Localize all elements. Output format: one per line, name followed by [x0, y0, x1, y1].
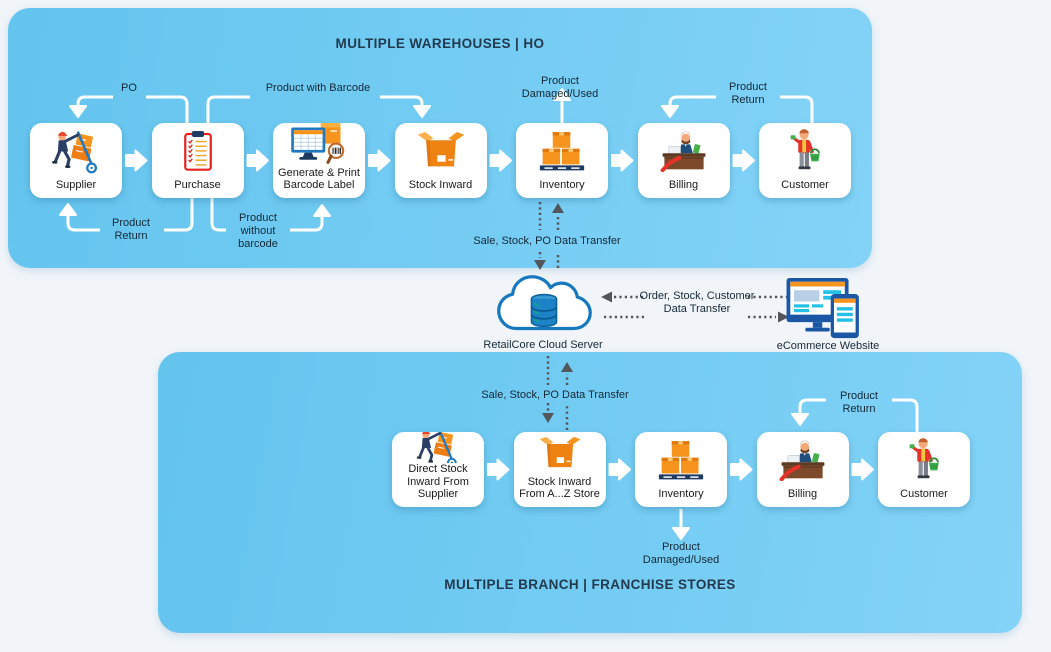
order-stock-customer-label: Order, Stock, Customer Data Transfer — [639, 290, 755, 315]
node-label: Purchase — [174, 179, 221, 192]
node-label: Generate & Print Barcode Label — [278, 166, 360, 192]
node-barcode-label: Generate & Print Barcode Label — [273, 123, 365, 198]
branch-panel-title: MULTIPLE BRANCH | FRANCHISE STORES — [444, 577, 736, 592]
node-inventory-branch: Inventory — [635, 432, 727, 507]
inventory-icon — [657, 432, 705, 488]
node-label: Supplier — [55, 179, 97, 192]
cloud-server-icon — [494, 273, 594, 339]
product-damaged-used-branch-label: Product Damaged/Used — [642, 541, 720, 566]
billing-icon — [659, 123, 709, 179]
node-label: Inventory — [539, 179, 585, 192]
customer-icon — [906, 432, 942, 488]
product-damaged-used-label: Product Damaged/Used — [521, 75, 599, 100]
node-billing-branch: Billing — [756, 432, 849, 507]
product-return-branch-label: Product Return — [840, 390, 878, 415]
supplier-icon — [49, 123, 103, 179]
customer-icon — [787, 123, 823, 179]
node-stock-inward: Stock Inward — [394, 123, 487, 198]
stock-inward-icon — [537, 432, 583, 476]
node-customer: Customer — [759, 123, 851, 198]
node-inventory: Inventory — [516, 123, 608, 198]
ecommerce-icon — [786, 278, 866, 345]
product-without-barcode-label: Product without barcode — [238, 212, 278, 250]
node-supplier: Supplier — [30, 123, 122, 198]
node-label: Direct Stock Inward From Supplier — [407, 463, 469, 501]
cloud-server — [494, 273, 594, 339]
node-customer-branch: Customer — [878, 432, 970, 507]
cloud-server-label: RetailCore Cloud Server — [483, 339, 603, 351]
po-label: PO — [121, 82, 137, 94]
node-label: Inventory — [658, 488, 704, 501]
product-return-supplier-label: Product Return — [112, 217, 150, 242]
product-return-customer-label: Product Return — [729, 81, 767, 106]
node-label: Billing — [668, 179, 699, 192]
node-label: Stock Inward From A...Z Store — [519, 475, 600, 501]
node-label: Billing — [787, 488, 818, 501]
node-label: Customer — [781, 179, 829, 192]
barcode-label-icon — [291, 123, 347, 167]
billing-icon — [778, 432, 828, 488]
stock-inward-icon — [415, 123, 467, 179]
node-label: Customer — [900, 488, 948, 501]
product-with-barcode-label: Product with Barcode — [265, 82, 371, 94]
node-billing: Billing — [637, 123, 730, 198]
ecommerce-website — [786, 278, 866, 345]
node-label: Stock Inward — [408, 179, 473, 192]
sale-stock-po-bottom-label: Sale, Stock, PO Data Transfer — [481, 389, 629, 401]
purchase-icon — [181, 123, 215, 179]
ecommerce-website-label: eCommerce Website — [776, 340, 880, 352]
sale-stock-po-top-label: Sale, Stock, PO Data Transfer — [473, 235, 621, 247]
node-direct-stock-inward: Direct Stock Inward From Supplier — [392, 432, 484, 507]
node-purchase: Purchase — [151, 123, 244, 198]
supplier-icon — [414, 432, 462, 464]
warehouses-panel-title: MULTIPLE WAREHOUSES | HO — [335, 36, 545, 51]
inventory-icon — [538, 123, 586, 179]
node-stock-inward-az: Stock Inward From A...Z Store — [513, 432, 606, 507]
